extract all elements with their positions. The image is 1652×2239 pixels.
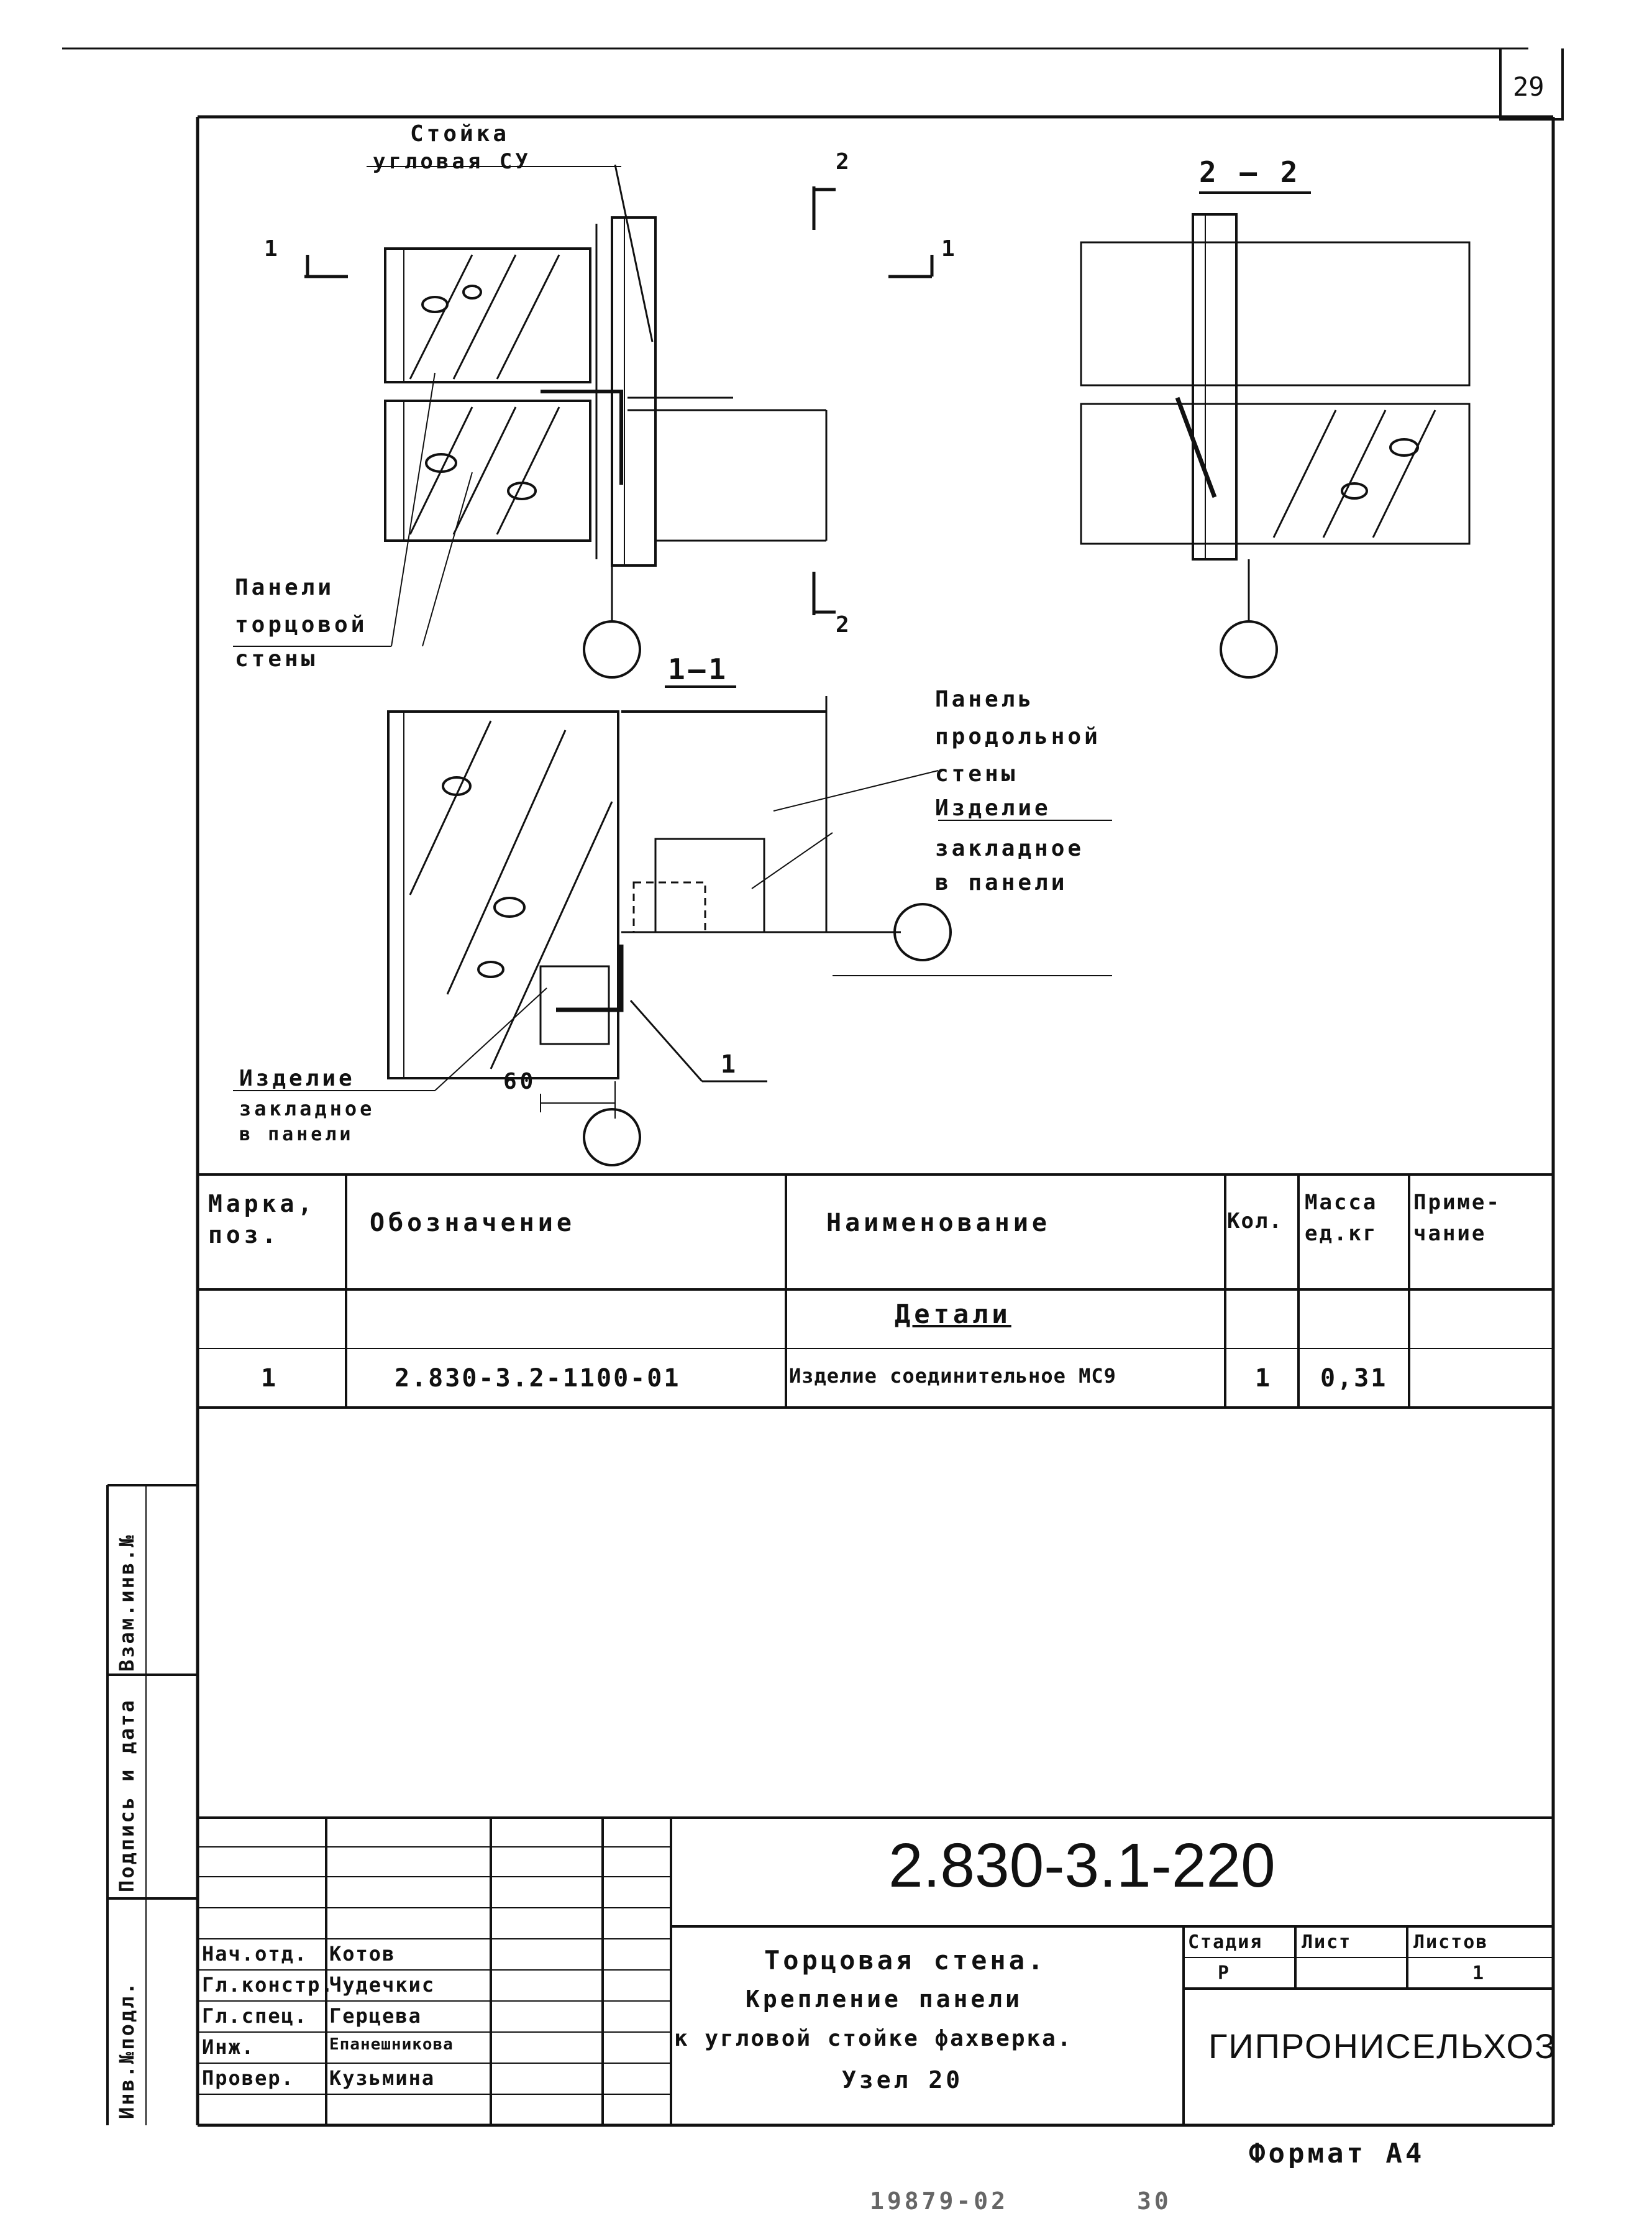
- sig-name-3: Герцева: [329, 2004, 422, 2028]
- row-1-mark: 1: [261, 1364, 278, 1393]
- embedded-right-label-2: закладное: [935, 836, 1085, 861]
- title-line-3: к угловой стойке фахверка.: [674, 2026, 1073, 2051]
- header-designation: Обозначение: [370, 1209, 575, 1237]
- section-mark-2-top: 2: [836, 149, 852, 175]
- section-1-1-title: 1–1: [668, 652, 729, 686]
- sig-role-3: Гл.спец.: [202, 2004, 308, 2028]
- sig-name-5: Кузьмина: [329, 2066, 436, 2090]
- sig-name-2: Чудечкис: [329, 1973, 436, 1997]
- organization: ГИПРОНИСЕЛЬХОЗ: [1208, 2026, 1557, 2066]
- header-name: Наименование: [826, 1209, 1051, 1237]
- stage-value: Р: [1218, 1962, 1231, 1984]
- sheet-header: Лист: [1302, 1931, 1352, 1953]
- header-note-line2: чание: [1413, 1221, 1487, 1246]
- header-mass-line2: ед.кг: [1305, 1221, 1378, 1246]
- stage-header: Стадия: [1188, 1931, 1263, 1953]
- row-1-name: Изделие соединительное МС9: [789, 1364, 1116, 1388]
- rack-label-line2: угловая СУ: [373, 149, 531, 174]
- sig-role-1: Нач.отд.: [202, 1942, 308, 1966]
- header-mark-line2: поз.: [208, 1221, 280, 1248]
- stamp-inv-vzam: Взам.инв.№: [115, 1533, 139, 1672]
- position-1-callout: 1: [721, 1050, 739, 1079]
- section-mark-1-right: 1: [941, 236, 958, 262]
- longitudinal-panel-label-1: Панель: [935, 687, 1035, 712]
- rack-label-line1: Стойка: [410, 121, 510, 147]
- section-2-2-title: 2 – 2: [1199, 155, 1301, 189]
- title-line-2: Крепление панели: [746, 1985, 1023, 2013]
- panels-label-2: торцовой: [235, 612, 368, 638]
- sheet-number: 29: [1513, 71, 1545, 102]
- embedded-right-label-3: в панели: [935, 870, 1068, 895]
- sig-role-4: Инж.: [202, 2035, 255, 2059]
- embedded-left-label-2: закладное: [239, 1097, 375, 1120]
- header-mark-line1: Марка,: [208, 1190, 316, 1217]
- sheets-header: Листов: [1413, 1931, 1489, 1953]
- section-mark-2-bottom: 2: [836, 612, 852, 638]
- embedded-left-label-1: Изделие: [239, 1066, 355, 1091]
- sig-name-4: Епанешникова: [329, 2035, 454, 2054]
- header-mass-line1: Масса: [1305, 1190, 1378, 1215]
- bottom-code: 19879-02: [870, 2187, 1009, 2215]
- longitudinal-panel-label-2: продольной: [935, 724, 1101, 749]
- sheets-value: 1: [1472, 1962, 1485, 1984]
- stamp-inv-podl: Инв.№подл.: [115, 1980, 139, 2119]
- sig-role-2: Гл.констр.: [202, 1973, 334, 1997]
- embedded-right-label-1: Изделие: [935, 795, 1051, 821]
- longitudinal-panel-label-3: стены: [935, 761, 1018, 787]
- bottom-num: 30: [1137, 2187, 1172, 2215]
- dimension-60: 60: [503, 1069, 537, 1094]
- row-1-qty: 1: [1255, 1364, 1272, 1393]
- title-line-4: Узел 20: [842, 2066, 964, 2094]
- header-qty: Кол.: [1227, 1209, 1283, 1234]
- row-1-mass: 0,31: [1320, 1364, 1388, 1393]
- section-title-details: Детали: [895, 1299, 1011, 1329]
- format-label: Формат А4: [1249, 2138, 1425, 2169]
- section-mark-1-left: 1: [264, 236, 281, 262]
- panels-label-1: Панели: [235, 575, 335, 600]
- header-note-line1: Приме-: [1413, 1190, 1501, 1215]
- panels-label-3: стены: [235, 646, 318, 672]
- sig-role-5: Провер.: [202, 2066, 294, 2090]
- stamp-sign-date: Подпись и дата: [115, 1698, 139, 1892]
- embedded-left-label-3: в панели: [239, 1124, 354, 1145]
- row-1-designation: 2.830-3.2-1100-01: [395, 1364, 681, 1393]
- document-code: 2.830-3.1-220: [888, 1831, 1276, 1900]
- title-line-1: Торцовая стена.: [764, 1945, 1047, 1976]
- sig-name-1: Котов: [329, 1942, 396, 1966]
